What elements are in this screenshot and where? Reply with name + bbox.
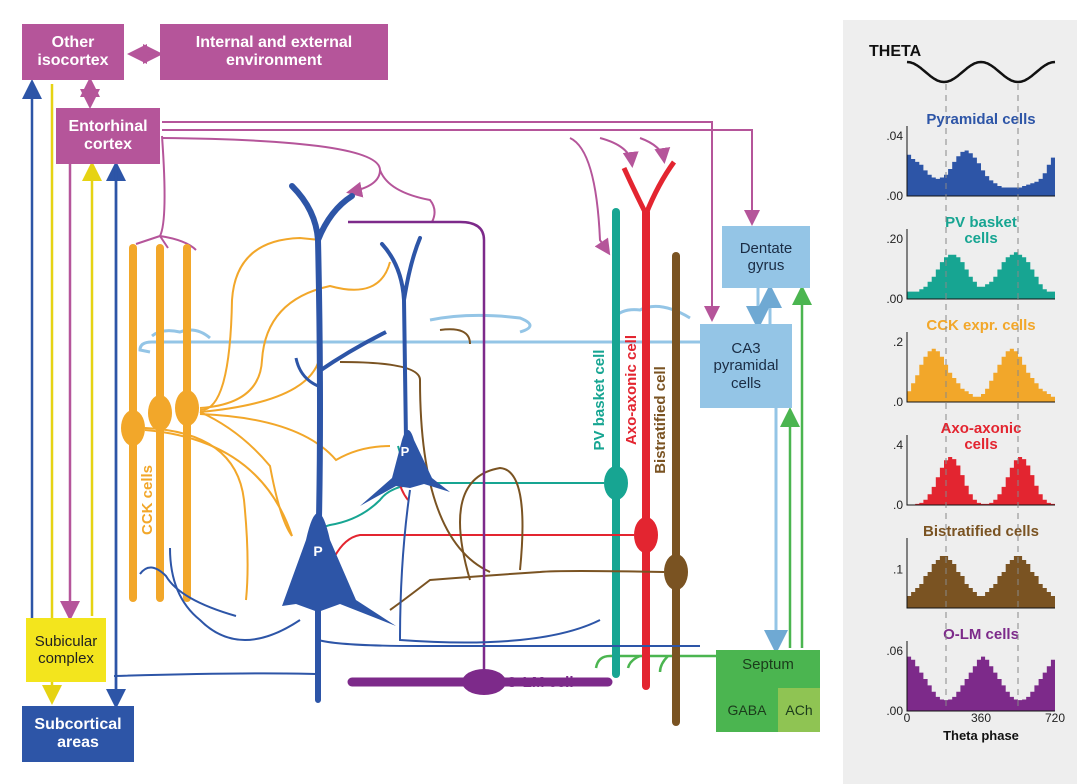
axo-axonic-cell-label: Axo-axonic cell [623,335,640,445]
histogram-0: .00 .04 Pyramidal cells [886,111,1055,203]
histogram-axis-5 [906,641,1055,712]
x-tick-360: 360 [971,711,991,725]
x-axis-label: Theta phase [943,728,1019,743]
histogram-bars-3 [907,457,1055,505]
theta-wave [906,60,1056,84]
histogram-title-0-0: Pyramidal cells [926,111,1035,128]
entorhinal-projections [135,121,760,322]
bistratified-cell [339,252,688,726]
histogram-axis-2 [906,332,1055,403]
septum-box: Septum GABA ACh [716,650,820,732]
y-tick-1-0: .00 [886,292,903,306]
histogram-bars-4 [907,556,1055,608]
histogram-bars-5 [907,656,1055,711]
histogram-title-5-0: O-LM cells [943,626,1019,643]
ca3-pyramidal-box: CA3 pyramidal cells [700,324,792,408]
y-tick-2-0: .0 [893,395,903,409]
ach-label: ACh [785,702,813,718]
histogram-5: .00 .06 O-LM cells [886,626,1055,718]
subcortical-areas-box: Subcortical areas [22,706,134,762]
histogram-title-1-0: PV basket [945,214,1017,231]
environment-box: Internal and external environment [160,24,388,80]
histogram-2: .0 .2 CCK expr. cells [893,317,1055,409]
ach-box: ACh [778,688,820,732]
histogram-axis-3 [906,435,1055,506]
histogram-axis-4 [906,538,1055,609]
histogram-title-2-0: CCK expr. cells [926,317,1035,334]
pyramidal-cell-label-large: P [313,543,322,559]
y-tick-0-0: .00 [886,189,903,203]
y-tick-5-1: .06 [886,644,903,658]
subicular-complex-box: Subicular complex [26,618,106,682]
histogram-bars-1 [907,252,1055,299]
x-tick-720: 720 [1045,711,1065,725]
histogram-4: .1 Bistratified cells [893,523,1055,609]
y-tick-4-0: .1 [893,563,903,577]
y-tick-3-0: .0 [893,498,903,512]
axo-axonic-cell [317,160,677,690]
theta-title: THETA [869,43,922,60]
histogram-bars-0 [907,150,1055,196]
other-isocortex-box: Other isocortex [22,24,124,80]
circuit-diagram: CCK cells PV basket cell Axo-axonic cell… [22,44,812,726]
y-tick-2-1: .2 [893,335,903,349]
pyramidal-cell-label-small: P [401,444,410,459]
x-tick-0: 0 [904,711,911,725]
gaba-label: GABA [727,702,767,718]
y-tick-3-1: .4 [893,438,903,452]
histogram-title-3-1: cells [964,436,997,453]
cck-somata [121,390,199,446]
pv-basket-cell-label: PV basket cell [591,350,608,451]
left-projection-tracts [22,44,163,709]
histogram-bars-2 [907,348,1055,402]
entorhinal-cortex-box: Entorhinal cortex [56,108,160,164]
cck-cells-label: CCK cells [139,465,156,535]
bistratified-cell-label: Bistratified cell [652,366,669,474]
olm-cell [347,220,613,695]
olm-cell-label: O-LM cell [506,674,574,691]
septal-projections [594,285,812,673]
cck-axons [144,236,391,601]
pyramidal-cells [113,183,700,703]
y-tick-5-0: .00 [886,704,903,718]
histogram-axis-0 [906,126,1055,197]
schaffer-collaterals [138,284,788,654]
dentate-gyrus-box: Dentate gyrus [722,226,810,288]
histogram-title-1-1: cells [964,230,997,247]
histogram-axis-1 [906,229,1055,300]
histogram-title-4-0: Bistratified cells [923,523,1039,540]
y-tick-1-1: .20 [886,232,903,246]
histogram-title-3-0: Axo-axonic [941,420,1022,437]
y-tick-0-1: .04 [886,129,903,143]
septum-label: Septum [742,656,794,673]
